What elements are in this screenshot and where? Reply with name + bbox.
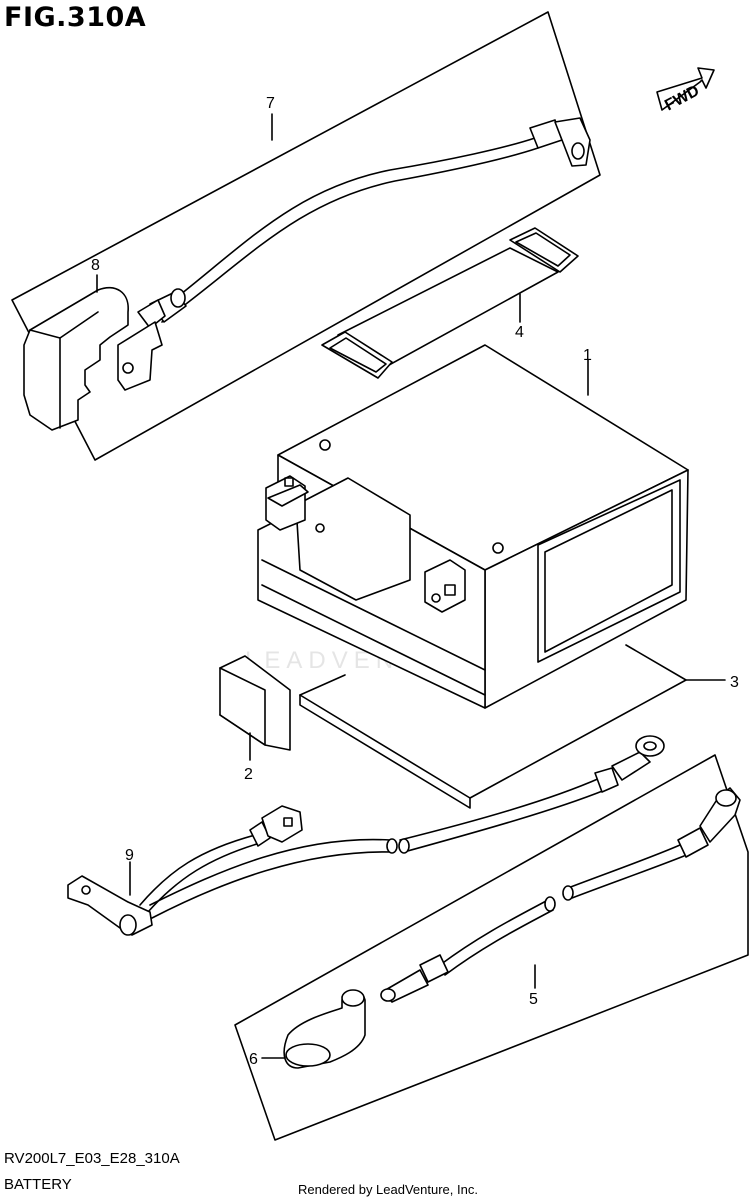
callout-2: 2 — [244, 766, 253, 783]
group-box-cable-5 — [234, 754, 749, 1141]
part-3-battery-pad — [299, 644, 726, 809]
callout-4: 4 — [515, 324, 524, 341]
figure-code: RV200L7_E03_E28_310A — [4, 1150, 180, 1167]
callout-7: 7 — [266, 95, 275, 112]
part-8-terminal-cover — [23, 274, 129, 431]
part-4-battery-band — [321, 227, 579, 379]
callout-3: 3 — [730, 674, 739, 691]
part-1-battery — [257, 344, 689, 709]
part-9-negative-cable — [67, 735, 665, 936]
callout-6: 6 — [249, 1051, 258, 1068]
part-6-terminal-boot — [261, 989, 366, 1069]
part-2-label — [219, 655, 291, 761]
figure-name: BATTERY — [4, 1176, 72, 1193]
part-5-cable — [380, 787, 741, 1003]
part-7-cable — [117, 113, 591, 391]
render-credit: Rendered by LeadVenture, Inc. — [298, 1182, 478, 1197]
callout-9: 9 — [125, 847, 134, 864]
callout-5: 5 — [529, 991, 538, 1008]
figure-title: FIG.310A — [4, 2, 147, 33]
fwd-arrow: FWD — [656, 67, 715, 114]
callout-8: 8 — [91, 257, 100, 274]
callout-1: 1 — [583, 347, 592, 364]
